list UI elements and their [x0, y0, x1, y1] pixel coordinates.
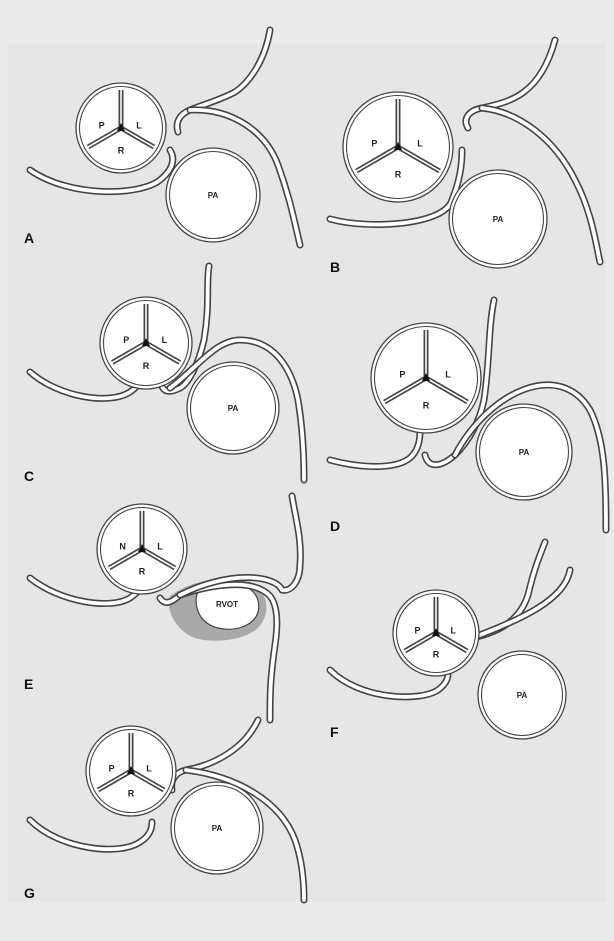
- cusp-label: L: [157, 541, 163, 551]
- cusp-label: P: [109, 763, 115, 773]
- cusp-label: R: [118, 146, 125, 156]
- cusp-label: L: [417, 139, 423, 149]
- panel-label: E: [24, 676, 33, 692]
- cusp-label: P: [123, 335, 129, 345]
- vessel-label: PA: [517, 691, 528, 700]
- cusp-label: R: [433, 650, 440, 660]
- cusp-label: R: [143, 361, 150, 371]
- cusp-label: P: [415, 625, 421, 635]
- panel-label: A: [24, 230, 34, 246]
- cusp-label: L: [445, 370, 451, 380]
- vessel-label: PA: [493, 215, 504, 224]
- vessel-label: PA: [228, 404, 239, 413]
- cusp-label: L: [136, 120, 142, 130]
- cusp-label: L: [162, 335, 168, 345]
- cusp-label: N: [119, 541, 126, 551]
- cusp-label: P: [371, 139, 377, 149]
- cusp-label: R: [395, 170, 402, 180]
- vessel-label: PA: [208, 191, 219, 200]
- panel-label: F: [330, 724, 339, 740]
- vessel-label: PA: [519, 448, 530, 457]
- cusp-label: R: [139, 567, 146, 577]
- panel-label: B: [330, 259, 340, 275]
- cusp-label: L: [450, 625, 456, 635]
- panel-label: D: [330, 518, 340, 534]
- panel-label: C: [24, 468, 34, 484]
- vessel-label: PA: [212, 824, 223, 833]
- cusp-label: R: [128, 789, 135, 799]
- cusp-label: P: [99, 120, 105, 130]
- cusp-label: L: [146, 763, 152, 773]
- cusp-label: R: [423, 401, 430, 411]
- cusp-label: P: [399, 370, 405, 380]
- vessel-label: RVOT: [216, 600, 238, 609]
- panel-label: G: [24, 885, 35, 901]
